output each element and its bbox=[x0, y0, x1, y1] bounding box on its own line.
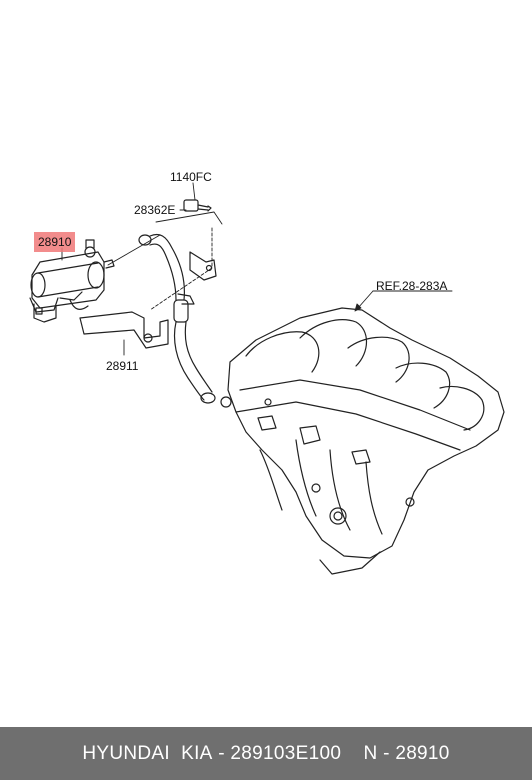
footer-separator-2: N - bbox=[341, 742, 396, 764]
parts-diagram bbox=[29, 182, 505, 575]
leader-lines bbox=[61, 182, 453, 356]
callout-1140fc: 1140FC bbox=[170, 170, 212, 184]
part-info-footer: HYUNDAI KIA - 289103E100 N - 28910 bbox=[0, 727, 532, 780]
callout-28911: 28911 bbox=[106, 359, 139, 373]
footer-separator: - bbox=[212, 742, 231, 764]
footer-ref-number: 28910 bbox=[395, 742, 450, 764]
intake-manifold-icon bbox=[220, 307, 505, 575]
callout-28910-highlighted: 28910 bbox=[34, 232, 76, 252]
callout-ref-28-283a: REF.28-283A bbox=[376, 279, 448, 293]
bolt-1140fc-icon bbox=[183, 199, 212, 212]
footer-brand: HYUNDAI KIA bbox=[82, 742, 213, 764]
callout-28362e: 28362E bbox=[134, 203, 176, 217]
bracket-28911-icon bbox=[79, 311, 169, 349]
hose-28362e-icon bbox=[138, 233, 217, 404]
purge-valve-28910-icon bbox=[29, 239, 115, 323]
footer-part-number: 289103E100 bbox=[230, 742, 342, 764]
